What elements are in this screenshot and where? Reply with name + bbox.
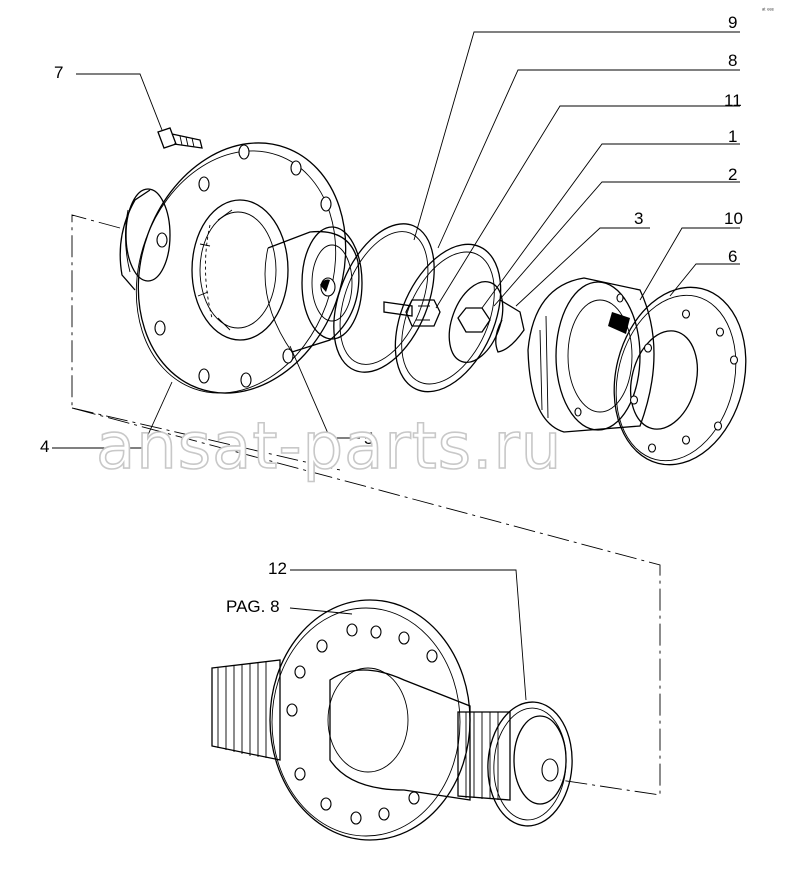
callout-12: 12 [268, 559, 287, 578]
callout-1: 1 [728, 127, 737, 146]
part-9-o-ring [333, 223, 435, 373]
page-reference: PAG. 8 [226, 597, 280, 616]
spindle-assembly [211, 599, 573, 841]
callout-2: 2 [728, 165, 737, 184]
assembly-axis-lines [71, 214, 661, 796]
watermark-text: ansat-parts.ru [96, 410, 562, 484]
hub-bolt-holes [154, 144, 332, 388]
part-3-clip [495, 299, 525, 353]
callout-11: 11 [724, 91, 742, 110]
callout-8: 8 [728, 51, 737, 70]
leader-lines [52, 31, 740, 701]
part-8-snap-ring [394, 243, 502, 393]
callout-9: 9 [728, 13, 737, 32]
callout-10: 10 [724, 209, 743, 228]
part-12-ring [487, 701, 573, 827]
corner-mark: ᵃᵗ ᵉᵉᵉ [762, 7, 775, 14]
part-11-screw [383, 299, 441, 327]
part-6-flange-ring [613, 286, 747, 466]
callout-3: 3 [634, 209, 643, 228]
part-7-bolt [157, 127, 203, 149]
part-5-stub-shaft [264, 226, 363, 353]
part-1-hex-plate [448, 281, 504, 363]
callout-6: 6 [728, 247, 737, 266]
callout-7: 7 [54, 63, 63, 82]
spindle-bolt-holes [286, 623, 438, 825]
part-4-hub [119, 142, 347, 394]
callout-4: 4 [40, 437, 49, 456]
callout-5: 5 [364, 429, 373, 448]
part-10-bearing [527, 277, 655, 433]
